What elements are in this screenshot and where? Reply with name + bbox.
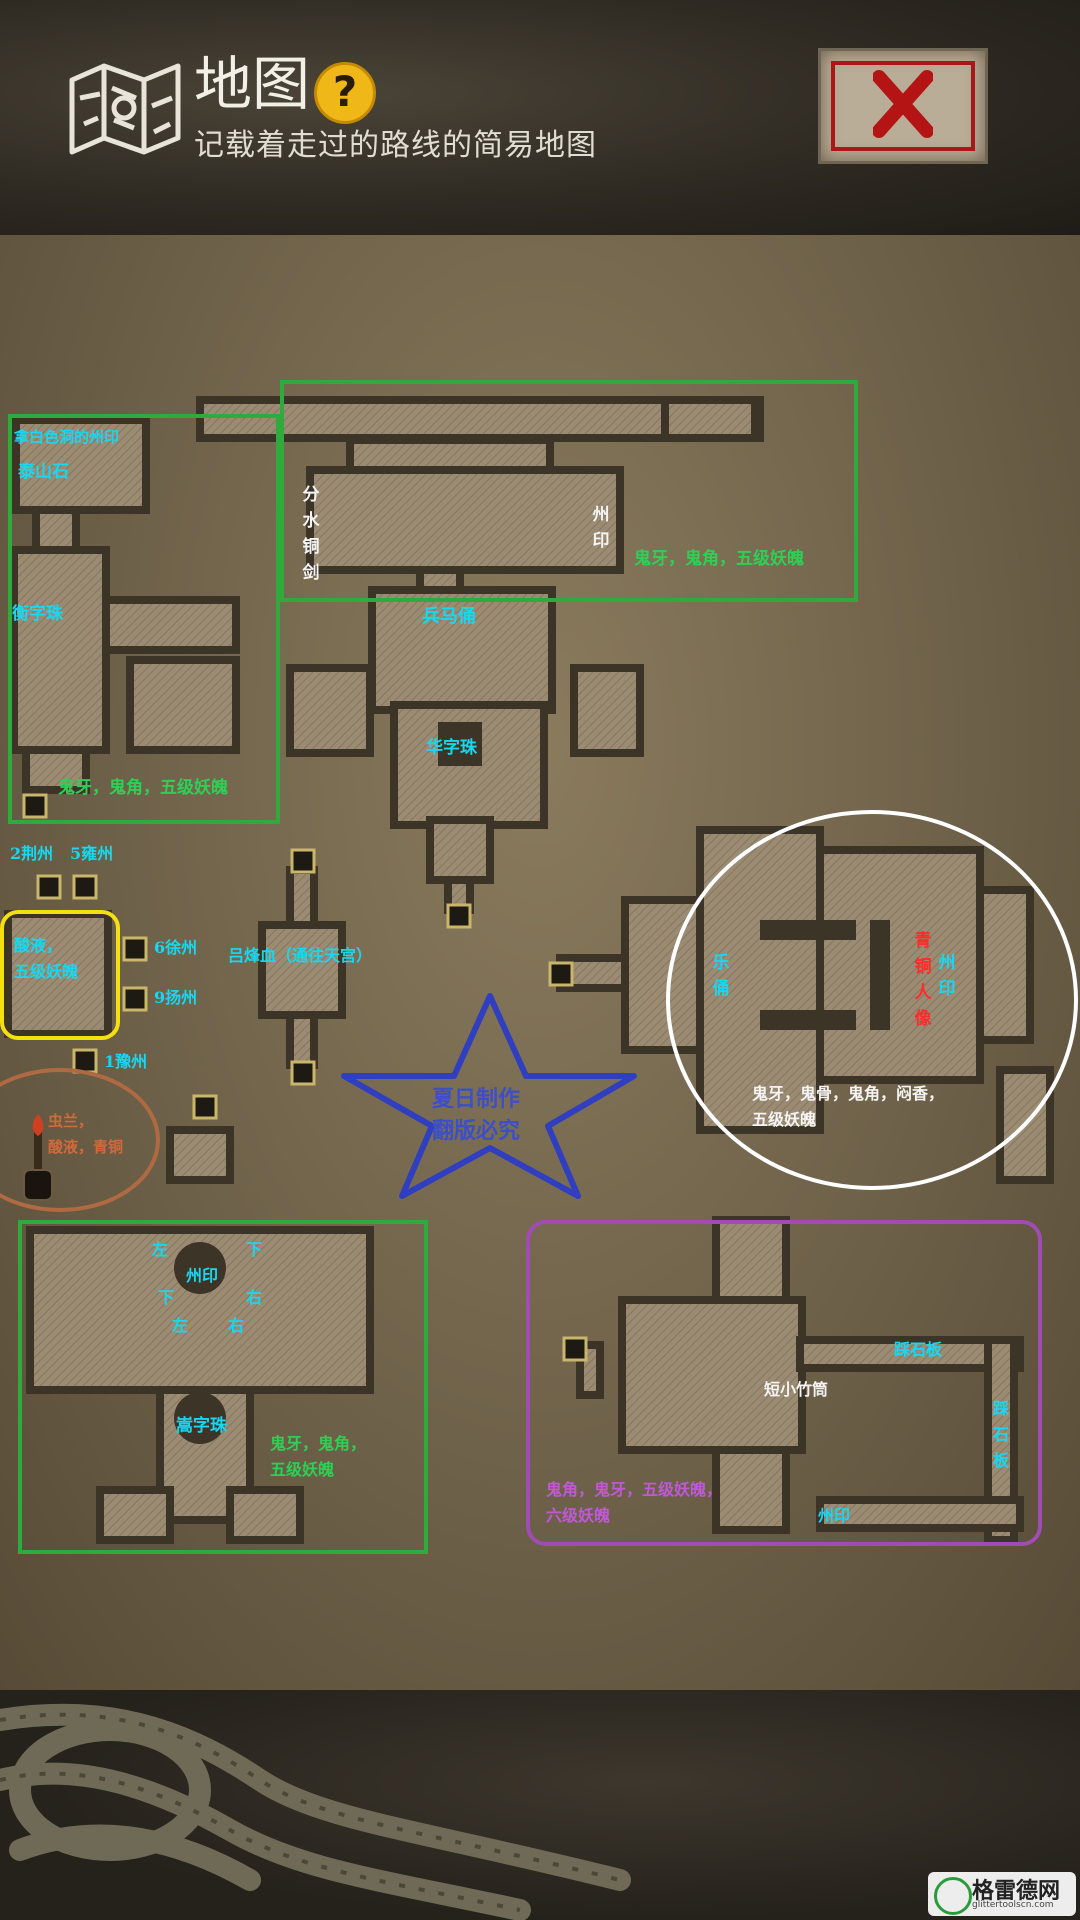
star-icon bbox=[341, 993, 637, 1199]
label-top-left-vertical: 分水铜剑 bbox=[302, 485, 320, 583]
label-sw-you-1: 右 bbox=[246, 1288, 263, 1307]
label-qishiban-v: 踩石板 bbox=[992, 1399, 1009, 1470]
room-top-complex bbox=[196, 396, 764, 914]
label-yongzhou: 5雍州 bbox=[70, 844, 114, 863]
page-title: 地图 bbox=[194, 50, 311, 118]
label-lvfengxue: 吕烽血（通往天宫） bbox=[228, 946, 373, 965]
close-button-frame bbox=[831, 61, 975, 151]
label-sw-xia-1: 下 bbox=[246, 1240, 263, 1259]
label-brown-line-2: 酸液，青铜 bbox=[48, 1138, 124, 1156]
label-purple-drops-2: 六级妖魄 bbox=[546, 1506, 611, 1525]
room-lvfeng bbox=[258, 866, 346, 1069]
rope-decoration bbox=[0, 1703, 631, 1920]
label-taishan: 泰山石 bbox=[18, 462, 69, 482]
label-yangzhou: 9扬州 bbox=[154, 988, 198, 1007]
label-white-drops-2: 五级妖魄 bbox=[752, 1110, 817, 1129]
close-button[interactable] bbox=[818, 48, 988, 164]
label-sw-zhouyin: 州印 bbox=[186, 1266, 219, 1285]
label-yellow-drops-2: 五级妖魄 bbox=[14, 962, 79, 981]
watermark-url: glittertoolscn.com bbox=[972, 1900, 1054, 1910]
label-sw-zuo-2: 左 bbox=[172, 1316, 189, 1335]
label-sw-xia-2: 下 bbox=[158, 1288, 175, 1307]
label-sw-drops-1: 鬼牙，鬼角， bbox=[270, 1434, 367, 1453]
label-nw-note: 拿白色洞的州印 bbox=[14, 428, 120, 446]
room-bottomleft-complex bbox=[26, 1126, 374, 1544]
label-red-vertical: 青铜人像 bbox=[914, 931, 932, 1029]
room-right-complex bbox=[556, 826, 1054, 1184]
highlight-boxes bbox=[0, 380, 1078, 1554]
room-bottomleft-pillar-2 bbox=[174, 1392, 226, 1444]
label-duanxiao: 短小竹筒 bbox=[764, 1380, 829, 1399]
map-icon bbox=[69, 63, 181, 155]
label-xuzhou: 6徐州 bbox=[154, 938, 198, 957]
label-star-line-2: 翻版必究 bbox=[432, 1118, 521, 1144]
torch-icon bbox=[23, 1114, 53, 1201]
label-bingmayong: 兵马俑 bbox=[422, 606, 476, 627]
watermark-name: 格雷德网 bbox=[972, 1878, 1061, 1904]
label-white-drops-1: 鬼牙，鬼骨，鬼角，闷香， bbox=[752, 1084, 945, 1103]
label-yellow-drops-1: 酸液， bbox=[14, 936, 63, 955]
label-star-line-1: 夏日制作 bbox=[432, 1086, 521, 1112]
room-right-walls bbox=[760, 920, 890, 1030]
header-bar: 地图 ? 记载着走过的路线的简易地图 bbox=[0, 0, 1080, 235]
label-yuzhou: 1豫州 bbox=[104, 1052, 148, 1071]
label-sw-you-2: 右 bbox=[228, 1316, 245, 1335]
label-qishiban-h: 踩石板 bbox=[894, 1340, 943, 1359]
label-brown-line-1: 虫兰， bbox=[48, 1112, 94, 1130]
help-button[interactable]: ? bbox=[314, 62, 376, 124]
label-songzi: 嵩字珠 bbox=[176, 1416, 227, 1436]
label-hengzi: 衡字珠 bbox=[12, 604, 63, 624]
label-sw-drops-2: 五级妖魄 bbox=[270, 1460, 335, 1479]
label-purple-drops-1: 鬼角，鬼牙，五级妖魄， bbox=[546, 1480, 723, 1499]
room-huazi-wings bbox=[286, 664, 644, 757]
label-jingzhou: 2荆州 bbox=[10, 844, 54, 863]
label-sw-zuo-1: 左 bbox=[152, 1240, 169, 1259]
room-bottomright-complex bbox=[576, 1216, 1024, 1544]
label-top-right-vertical: 州印 bbox=[592, 505, 610, 551]
room-huazi-pillar bbox=[438, 722, 482, 766]
door-markers bbox=[22, 793, 588, 1362]
close-icon bbox=[873, 70, 933, 138]
watermark-logo-icon bbox=[934, 1877, 972, 1915]
page-subtitle: 记载着走过的路线的简易地图 bbox=[194, 128, 597, 163]
label-yueyong: 乐俑 bbox=[712, 953, 730, 999]
label-huazi: 华字珠 bbox=[426, 738, 477, 758]
label-top-drops: 鬼牙，鬼角，五级妖魄 bbox=[634, 549, 804, 569]
room-bottomleft-pillar bbox=[174, 1242, 226, 1294]
label-left-drops: 鬼牙，鬼角，五级妖魄 bbox=[58, 778, 228, 798]
label-white-zhouyin: 州印 bbox=[938, 953, 956, 999]
room-topleft-complex bbox=[10, 416, 240, 794]
watermark: 格雷德网 glittertoolscn.com bbox=[928, 1872, 1076, 1916]
label-purple-zhouyin: 州印 bbox=[818, 1506, 851, 1525]
